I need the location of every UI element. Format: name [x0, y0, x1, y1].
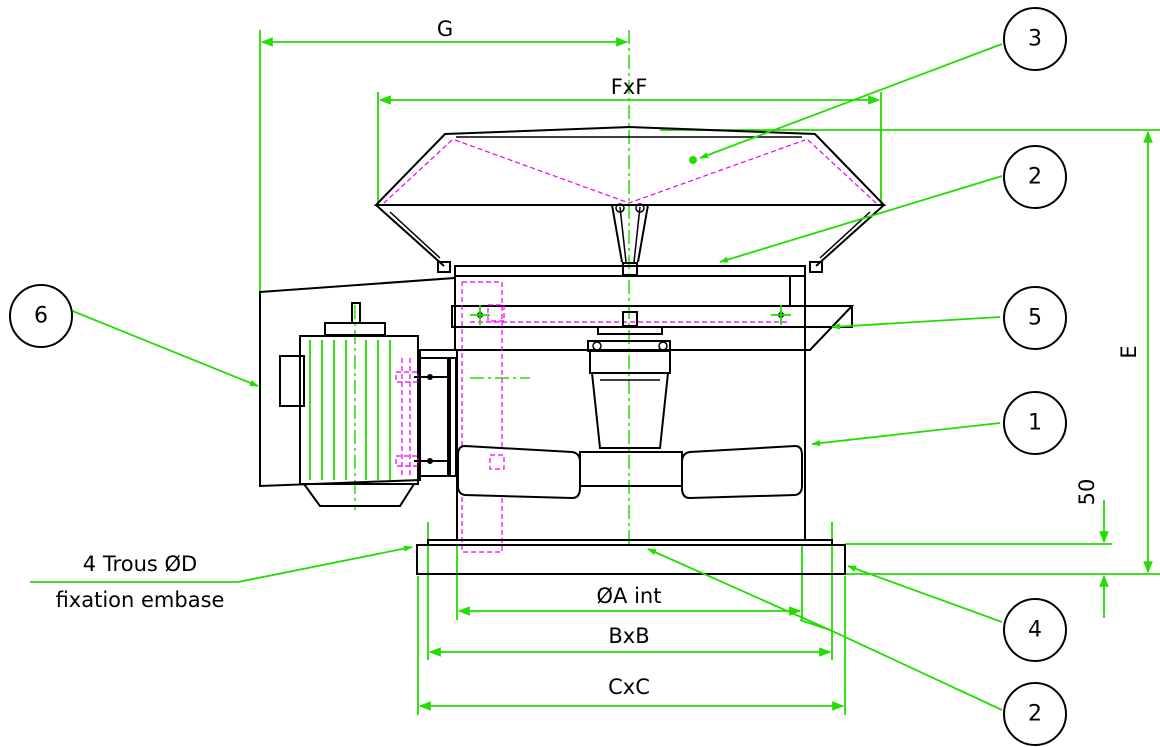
motor: [259, 276, 505, 507]
upper-frame: [451, 265, 855, 553]
note-line-2: fixation embase: [56, 588, 225, 612]
hood: [373, 125, 887, 276]
svg-text:4: 4: [1028, 618, 1042, 643]
callout-5: 5: [1003, 286, 1067, 350]
dimension-fxf: FxF: [378, 75, 881, 105]
dimension-50: 50: [1075, 479, 1109, 618]
dimension-e-label: E: [1117, 345, 1141, 358]
dimension-fxf-label: FxF: [611, 75, 648, 99]
callout-2-top: 2: [1003, 145, 1067, 209]
dimension-bxb-label: BxB: [608, 624, 649, 648]
callout-1: 1: [1003, 391, 1067, 455]
dimension-g-label: G: [437, 17, 453, 41]
leader-lines: [30, 43, 1003, 711]
callout-2-bottom: 2: [1003, 682, 1067, 746]
dimension-cxc-label: CxC: [608, 675, 650, 699]
dimension-cxc: CxC: [418, 675, 845, 711]
dimension-phi-a-label: ØA int: [597, 584, 662, 608]
pulley-bearing: [587, 326, 671, 449]
note-line-1: 4 Trous ØD: [83, 552, 197, 576]
callout-3-target-dot: [689, 156, 697, 164]
dimension-phi-a: ØA int: [457, 584, 802, 616]
svg-text:3: 3: [1028, 27, 1042, 52]
dimension-g: G: [260, 17, 629, 47]
impeller: [457, 444, 803, 500]
svg-text:1: 1: [1028, 411, 1042, 436]
callout-3: 3: [1003, 7, 1067, 71]
svg-text:6: 6: [34, 304, 48, 329]
dimension-bxb: BxB: [428, 624, 832, 657]
svg-text:2: 2: [1028, 702, 1042, 727]
dimension-e: E: [1117, 130, 1153, 574]
svg-text:2: 2: [1028, 165, 1042, 190]
dimension-50-label: 50: [1075, 479, 1099, 506]
callout-6: 6: [9, 284, 73, 348]
mounting-holes-note: 4 Trous ØD fixation embase: [56, 552, 225, 612]
svg-text:5: 5: [1028, 306, 1042, 331]
callout-4: 4: [1003, 598, 1067, 662]
